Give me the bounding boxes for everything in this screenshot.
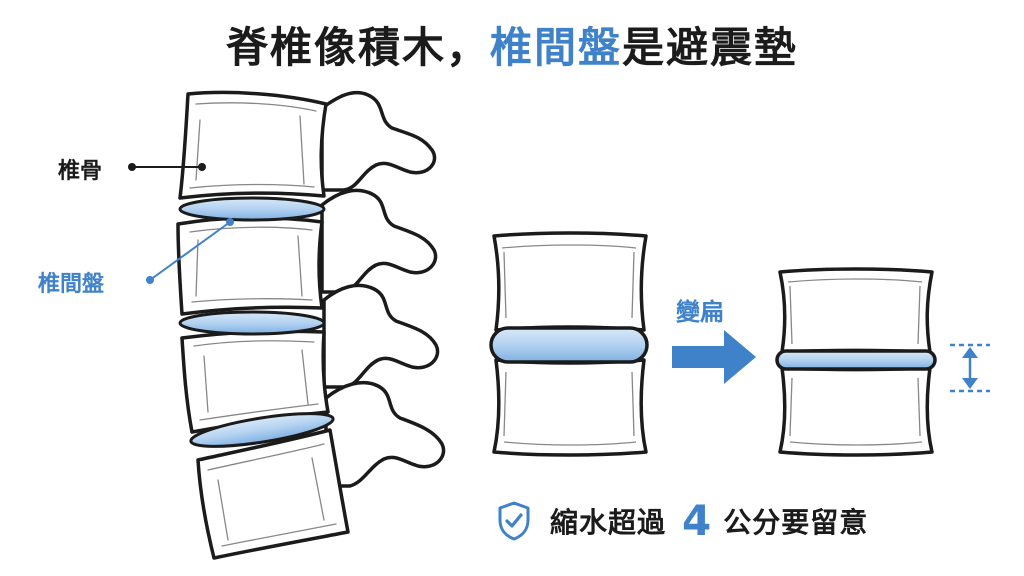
shield-check-icon: [498, 501, 530, 541]
disc-2: [178, 310, 326, 336]
label-disc: 椎間盤: [38, 272, 105, 297]
healthy-vertebra-bottom: [492, 358, 648, 457]
process-2: [320, 188, 438, 294]
healthy-segment: [489, 231, 649, 457]
vertebra-4: [196, 428, 350, 560]
sketch-lines: [189, 102, 337, 547]
footer-text-pre: 縮水超過: [550, 506, 667, 539]
spine-discs: [178, 196, 335, 448]
process-1: [320, 90, 437, 192]
flat-vertebra-bottom: [778, 366, 934, 457]
title-highlight: 椎間盤: [489, 23, 622, 72]
healthy-disc: [489, 326, 649, 364]
footer-text-post: 公分要留意: [723, 506, 869, 539]
footer-number: 4: [682, 496, 712, 545]
healthy-vertebra-top: [492, 231, 648, 332]
process-4: [324, 380, 446, 488]
flat-disc: [775, 349, 937, 371]
page-title: 脊椎像積木，椎間盤是避震墊: [0, 14, 1024, 75]
title-part2: 是避震墊: [622, 23, 799, 72]
right-arrow-icon: [672, 330, 756, 384]
disc-1: [178, 196, 326, 222]
label-flatten: 變扁: [676, 298, 724, 326]
footer-warning: 縮水超過 4 公分要留意: [496, 497, 868, 545]
double-arrow-height-icon: [950, 343, 990, 393]
label-vertebra: 椎骨: [58, 159, 103, 184]
vertebra-1: [178, 90, 328, 200]
title-part1: 脊椎像積木，: [225, 23, 490, 72]
flattened-segment: [775, 267, 937, 457]
leader-lines: [128, 163, 234, 284]
disc-3: [189, 412, 335, 448]
process-3: [322, 283, 440, 389]
